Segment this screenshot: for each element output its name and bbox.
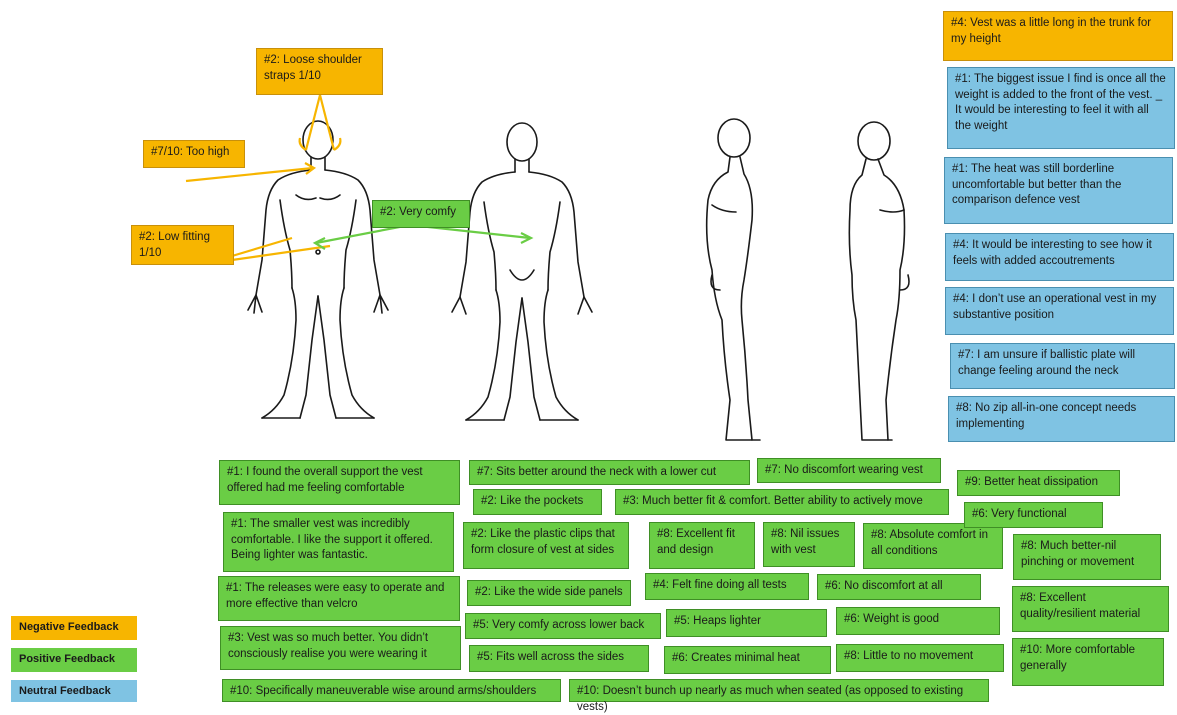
positive-note-3: #1: The releases were easy to operate an… [218, 576, 460, 621]
neutral-note-6: #8: No zip all-in-one concept needs impl… [948, 396, 1175, 442]
positive-note-9: #2: Like the wide side panels [467, 580, 631, 606]
positive-note-20: #5: Heaps lighter [666, 609, 827, 637]
low-fitting-arrow [231, 236, 331, 262]
legend-positive: Positive Feedback [11, 648, 137, 672]
positive-note-19: #6: No discomfort at all [817, 574, 981, 600]
neutral-note-2: #1: The heat was still borderline uncomf… [944, 157, 1173, 224]
positive-note-25: #6: Very functional [964, 502, 1103, 528]
negative-note-low-fitting: #2: Low fitting 1/10 [131, 225, 234, 265]
positive-note-15: #8: Excellent fit and design [649, 522, 755, 569]
positive-note-21: #6: Weight is good [836, 607, 1000, 635]
positive-note-16: #8: Nil issues with vest [763, 522, 855, 567]
positive-note-very-comfy: #2: Very comfy [372, 200, 470, 228]
positive-note-5: #10: Specifically maneuverable wise arou… [222, 679, 561, 702]
positive-note-26: #8: Much better-nil pinching or movement [1013, 534, 1161, 580]
positive-note-2: #1: The smaller vest was incredibly comf… [223, 512, 454, 572]
feedback-arrows [185, 94, 534, 262]
positive-note-6: #7: Sits better around the neck with a l… [469, 460, 750, 485]
negative-note-shoulder-straps: #2: Loose shoulder straps 1/10 [256, 48, 383, 95]
positive-note-23: #8: Little to no movement [836, 644, 1004, 672]
shoulder-arrow [298, 94, 342, 151]
positive-note-4: #3: Vest was so much better. You didn’t … [220, 626, 461, 670]
positive-note-12: #10: Doesn’t bunch up nearly as much whe… [569, 679, 989, 713]
too-high-arrow [185, 162, 317, 183]
positive-note-7: #2: Like the pockets [473, 489, 602, 515]
positive-note-28: #10: More comfortable generally [1012, 638, 1164, 686]
positive-note-10: #5: Very comfy across lower back [465, 613, 661, 639]
neutral-note-4: #4: I don’t use an operational vest in m… [945, 287, 1174, 335]
positive-note-27: #8: Excellent quality/resilient material [1012, 586, 1169, 632]
positive-note-18: #4: Felt fine doing all tests [645, 573, 809, 600]
positive-note-24: #9: Better heat dissipation [957, 470, 1120, 496]
neutral-note-3: #4: It would be interesting to see how i… [945, 233, 1174, 281]
positive-note-11: #5: Fits well across the sides [469, 645, 649, 672]
neutral-note-1: #1: The biggest issue I find is once all… [947, 67, 1175, 149]
side-left-body-figure [705, 118, 761, 441]
legend-neutral: Neutral Feedback [11, 680, 137, 702]
back-body-figure [451, 122, 593, 421]
positive-note-8: #2: Like the plastic clips that form clo… [463, 522, 629, 569]
positive-note-22: #6: Creates minimal heat [664, 646, 831, 674]
positive-note-13: #7: No discomfort wearing vest [757, 458, 941, 483]
negative-note-too-high: #7/10: Too high [143, 140, 245, 168]
negative-note-trunk-length: #4: Vest was a little long in the trunk … [943, 11, 1173, 61]
positive-note-17: #8: Absolute comfort in all conditions [863, 523, 1003, 569]
legend-negative: Negative Feedback [11, 616, 137, 640]
front-body-figure [247, 120, 389, 419]
neutral-note-5: #7: I am unsure if ballistic plate will … [950, 343, 1175, 389]
positive-note-1: #1: I found the overall support the vest… [219, 460, 460, 505]
positive-note-14: #3: Much better fit & comfort. Better ab… [615, 489, 949, 515]
side-right-body-figure [848, 121, 910, 441]
